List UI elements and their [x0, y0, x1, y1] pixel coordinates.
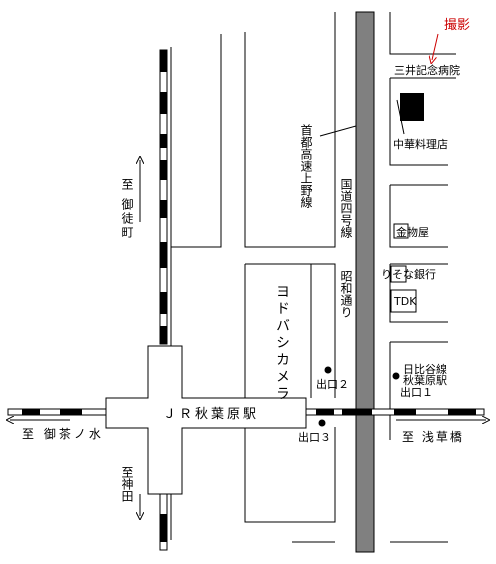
- expressway-strip: [355, 11, 375, 553]
- label-to-okachimachi: 至 御徒町: [120, 178, 134, 240]
- arrow-photo-spot: [432, 33, 439, 60]
- exit-1-dot: [392, 372, 400, 380]
- label-hibiya-station: 秋葉原駅: [403, 373, 447, 387]
- label-to-asakusabashi: 至 浅草橋: [402, 430, 464, 444]
- label-tdk: TDK: [393, 295, 417, 308]
- label-chuka-restaurant: 中華料理店: [393, 137, 448, 151]
- label-exit-3: 出口３: [298, 430, 331, 444]
- label-showa-dori: 昭和通り: [339, 270, 353, 318]
- label-to-kanda: 至神田: [120, 466, 134, 502]
- label-shuto-expressway: 首都高速上野線: [299, 124, 313, 208]
- railway-horizontal: [7, 408, 485, 416]
- label-kinbutsuya: 金物屋: [396, 225, 429, 239]
- label-mitsui-hospital: 三井記念病院: [394, 63, 460, 77]
- label-kokudo-4: 国道四号線: [339, 178, 353, 238]
- label-satsuei: 撮影: [444, 17, 470, 33]
- exit-2-dot: [324, 366, 332, 374]
- label-risona-bank: りそな銀行: [381, 267, 436, 281]
- label-hibiya-line: 日比谷線: [403, 362, 447, 376]
- label-jr-akihabara: ＪＲ秋葉原駅: [163, 407, 259, 422]
- arrow-kokudo: [319, 125, 357, 137]
- label-exit-1: 出口１: [400, 385, 433, 399]
- street-blocks: [170, 12, 456, 543]
- exit-3-dot: [318, 419, 326, 427]
- label-yodobashi-camera: ヨドバシカメラ: [274, 284, 290, 403]
- arrow-chuka: [396, 99, 405, 135]
- label-to-ochanomizu: 至 御茶ノ水: [22, 426, 104, 441]
- railway-vertical: [159, 49, 168, 551]
- chuka-restaurant-building: [400, 93, 424, 121]
- jr-akihabara-station-shape: [105, 345, 307, 495]
- label-exit-2: 出口２: [316, 377, 349, 391]
